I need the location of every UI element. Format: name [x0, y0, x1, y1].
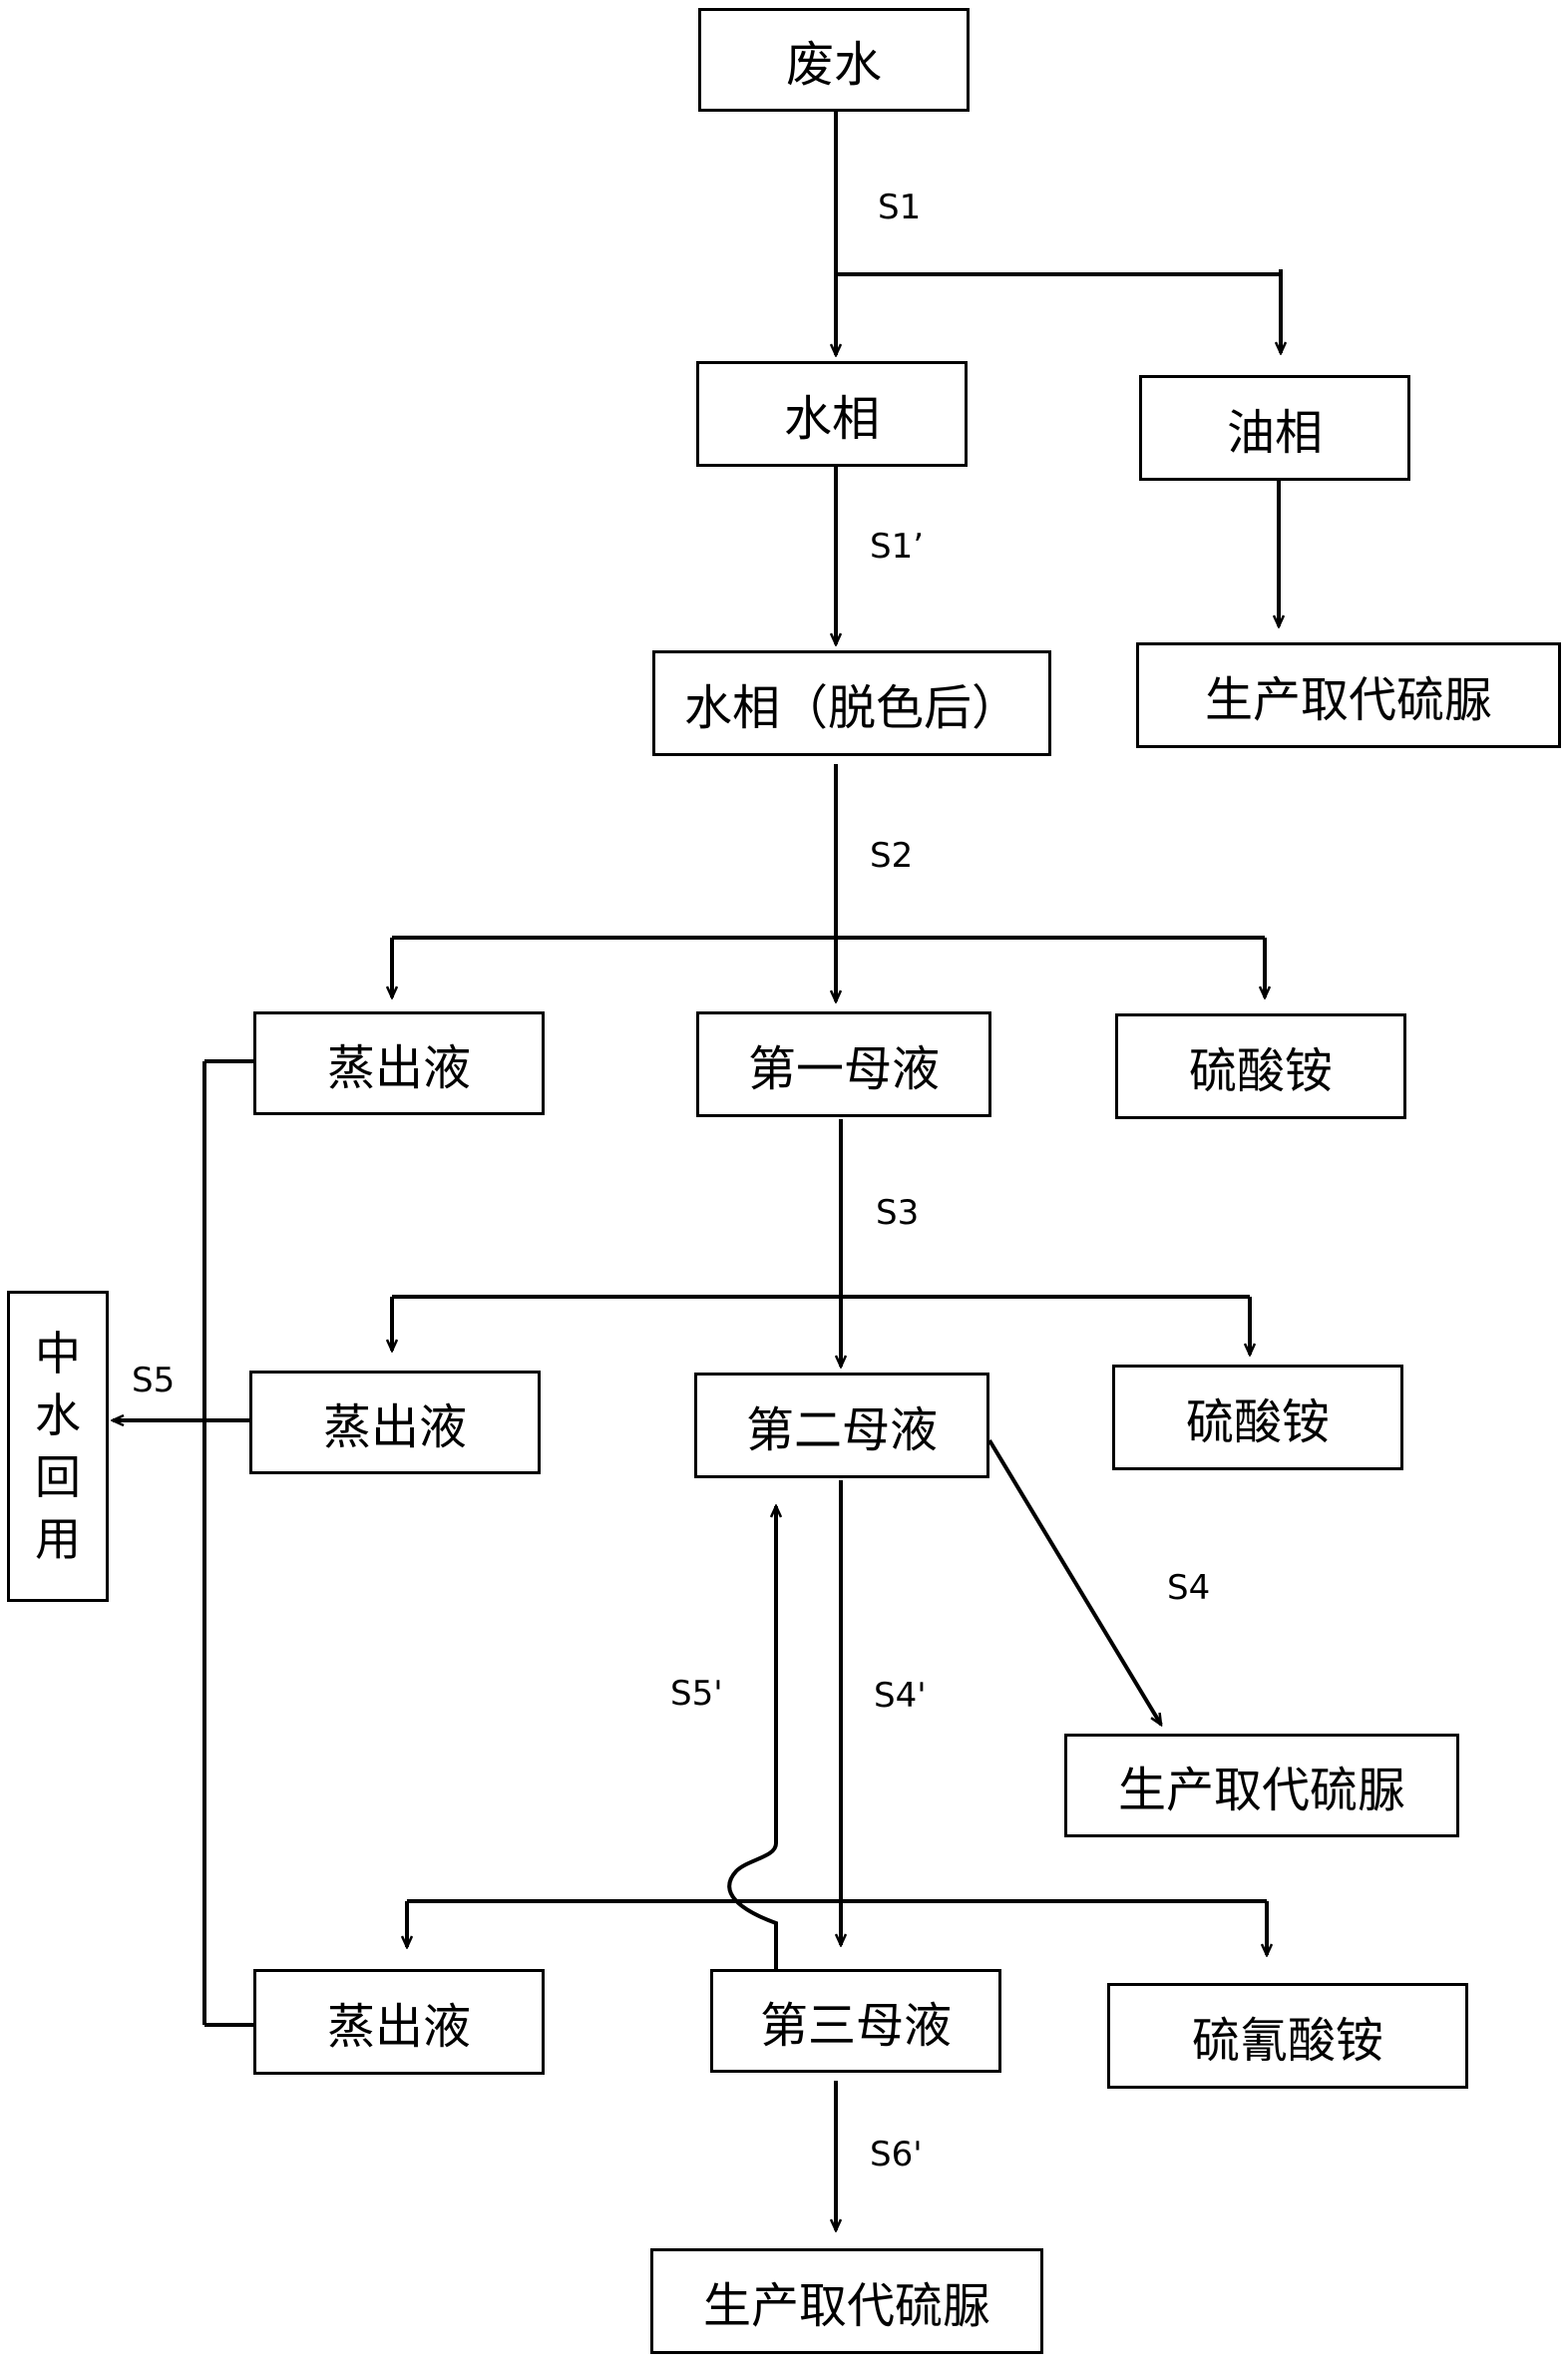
- node-first-mother-liquor: 第一母液: [696, 1011, 991, 1117]
- node-aqueous-decolorized: 水相（脱色后）: [652, 650, 1051, 756]
- step-label-s1-prime: S1’: [870, 527, 925, 567]
- step-label-s5-prime: S5': [670, 1674, 723, 1714]
- node-oil-phase: 油相: [1139, 375, 1410, 481]
- node-ammonium-sulfate-1: 硫酸铵: [1115, 1013, 1406, 1119]
- node-product-thiourea-2: 生产取代硫脲: [1064, 1734, 1459, 1837]
- step-label-s4-prime: S4': [874, 1676, 927, 1716]
- step-label-s2: S2: [870, 836, 914, 876]
- step-label-s3: S3: [876, 1193, 920, 1233]
- step-label-s6-prime: S6': [870, 2135, 923, 2174]
- node-aqueous-phase: 水相: [696, 361, 968, 467]
- water-reuse-char-2: 水: [35, 1387, 81, 1442]
- step-label-s5: S5: [132, 1361, 176, 1400]
- node-distillate-3: 蒸出液: [253, 1969, 545, 2075]
- node-wastewater: 废水: [698, 8, 970, 112]
- node-water-reuse: 中 水 回 用: [7, 1291, 109, 1602]
- node-distillate-2: 蒸出液: [249, 1371, 541, 1474]
- node-product-thiourea-1: 生产取代硫脲: [1136, 642, 1561, 748]
- node-ammonium-thiocyanate: 硫氰酸铵: [1107, 1983, 1468, 2089]
- node-product-thiourea-3: 生产取代硫脲: [650, 2248, 1043, 2354]
- water-reuse-char-1: 中: [35, 1326, 81, 1381]
- node-distillate-1: 蒸出液: [253, 1011, 545, 1115]
- water-reuse-char-4: 用: [35, 1512, 81, 1567]
- arrow-second-ml-to-thiourea: [987, 1438, 1163, 1725]
- water-reuse-char-3: 回: [35, 1450, 81, 1504]
- step-label-s4: S4: [1167, 1568, 1211, 1608]
- node-ammonium-sulfate-2: 硫酸铵: [1112, 1365, 1403, 1470]
- node-third-mother-liquor: 第三母液: [710, 1969, 1001, 2073]
- arrow-recycle-to-second-ml: [727, 1506, 776, 1971]
- node-second-mother-liquor: 第二母液: [694, 1373, 989, 1478]
- step-label-s1: S1: [878, 188, 922, 227]
